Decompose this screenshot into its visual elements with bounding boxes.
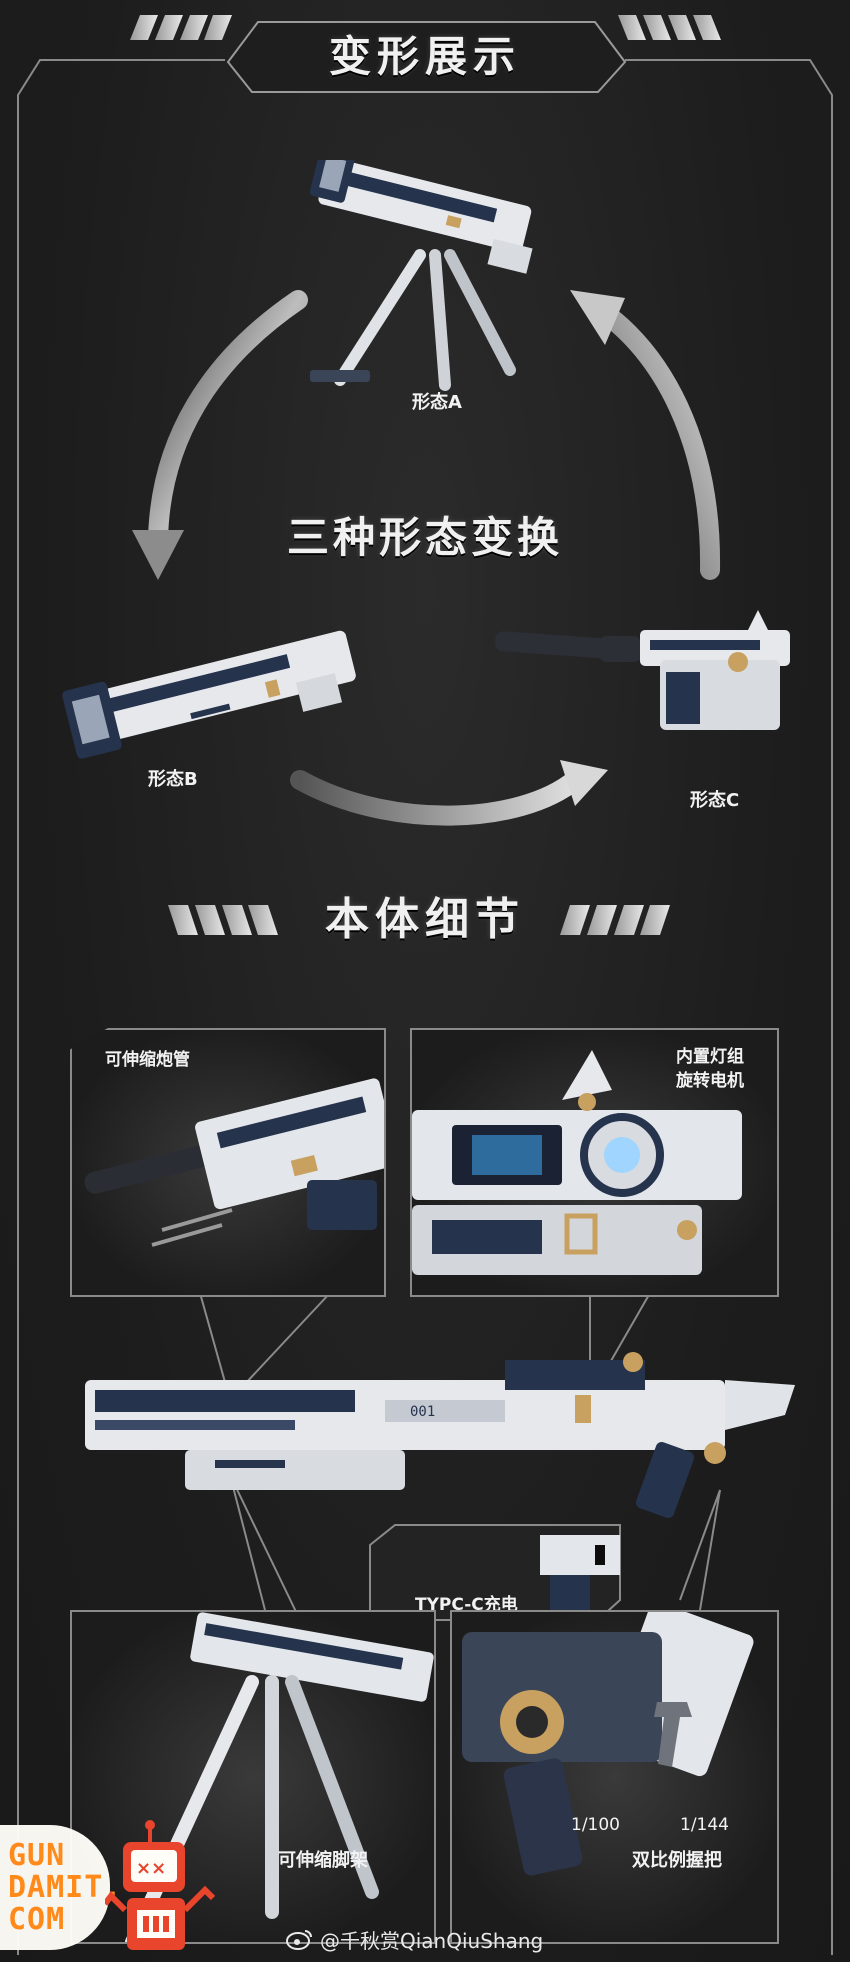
barrel-detail-panel xyxy=(70,1028,386,1297)
form-c-label: 形态C xyxy=(690,790,740,811)
form-b-weapon-image xyxy=(62,630,356,759)
top-right-stripes xyxy=(618,15,721,40)
lights-detail-panel xyxy=(410,1028,779,1297)
transform-center-caption: 三种形态变换 xyxy=(286,513,563,562)
lights-label-line1: 内置灯组 xyxy=(676,1047,744,1067)
gundamit-logo: GUN DAMIT. COM ×× xyxy=(0,1780,240,1962)
robot-mascot-icon: ×× xyxy=(105,1820,216,1950)
bipod-detail-label: 可伸缩脚架 xyxy=(278,1850,368,1871)
barrel-detail-image xyxy=(84,1078,384,1247)
logo-backdrop xyxy=(0,1825,110,1950)
logo-line3: COM xyxy=(8,1902,66,1937)
logo-text: GUN DAMIT. COM xyxy=(8,1840,122,1936)
top-left-stripes xyxy=(130,15,232,40)
form-b-label: 形态B xyxy=(148,769,198,790)
lights-detail-image xyxy=(412,1050,742,1275)
detail-section-title: 本体细节 xyxy=(325,894,525,945)
transform-section-title: 变形展示 xyxy=(328,32,521,81)
svg-text:××: ×× xyxy=(136,1858,166,1879)
watermark: @千秋赏QianQiuShang xyxy=(286,1924,543,1954)
grip-detail-panel xyxy=(450,1610,779,1944)
lights-detail-label: 内置灯组 旋转电机 xyxy=(676,1045,744,1093)
form-a-weapon-image xyxy=(309,160,533,391)
watermark-handle: @千秋赏QianQiuShang xyxy=(320,1928,544,1953)
scale-144-label: 1/144 xyxy=(680,1815,729,1835)
main-rifle-image: 001 xyxy=(85,1352,795,1519)
scale-100-label: 1/100 xyxy=(571,1815,620,1835)
svg-text:001: 001 xyxy=(410,1404,435,1420)
form-c-weapon-image xyxy=(495,610,790,730)
form-a-label: 形态A xyxy=(412,392,462,413)
grip-detail-label: 双比例握把 xyxy=(632,1850,722,1871)
weibo-icon xyxy=(286,1930,312,1950)
charging-detail-image xyxy=(540,1535,620,1620)
barrel-detail-label: 可伸缩炮管 xyxy=(105,1050,190,1070)
lights-label-line2: 旋转电机 xyxy=(676,1071,744,1091)
logo-line2: DAMIT. xyxy=(8,1870,123,1905)
grip-detail-image xyxy=(462,1612,754,1876)
logo-line1: GUN xyxy=(8,1838,66,1873)
